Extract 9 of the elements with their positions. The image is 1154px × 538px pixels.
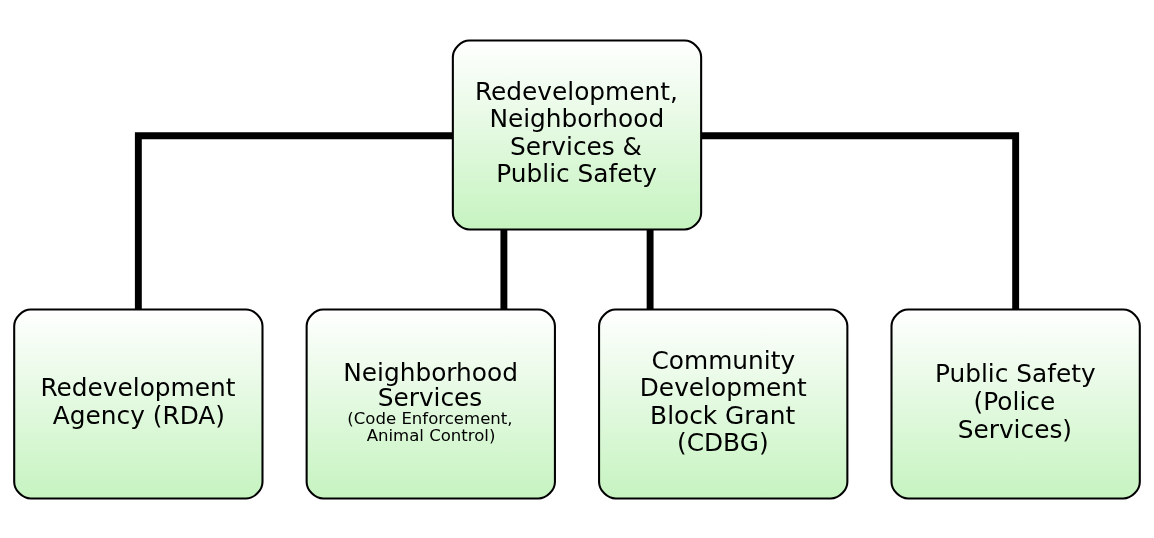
connector bbox=[500, 229, 508, 309]
connector bbox=[646, 229, 654, 309]
node-box: Public Safety (Police Services) bbox=[890, 307, 1141, 499]
connector bbox=[701, 131, 1020, 309]
node-box: Community Development Block Grant (CDBG) bbox=[598, 307, 849, 499]
connector bbox=[134, 131, 453, 309]
node-box: Redevelopment, Neighborhood Services & Public Safety bbox=[451, 39, 703, 231]
node-box: Neighborhood Services (Code Enforcement, Animal Control) bbox=[305, 307, 556, 499]
node-box: Redevelopment Agency (RDA) bbox=[13, 307, 264, 499]
